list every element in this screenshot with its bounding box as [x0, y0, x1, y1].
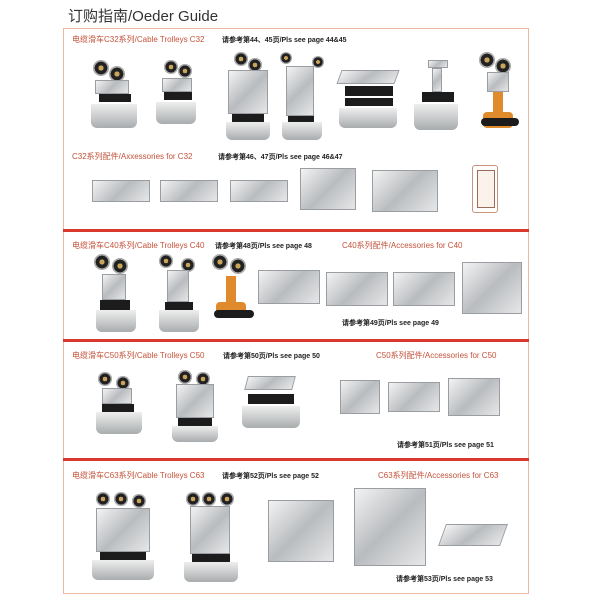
trolley-image [150, 58, 200, 138]
c63-accessories-ref: 请参考第53页/Pls see page 53 [396, 576, 493, 583]
page-title: 订购指南/Oeder Guide [68, 8, 219, 25]
accessory-image [230, 180, 288, 202]
accessory-image [326, 272, 388, 306]
accessory-image [268, 500, 334, 562]
c40-trolleys-header: 电缆滑车C40系列/Cable Trolleys C40 [72, 241, 205, 250]
trolley-image [85, 58, 145, 138]
c50-trolleys-header: 电缆滑车C50系列/Cable Trolleys C50 [72, 351, 205, 360]
section-divider [63, 339, 529, 342]
trolley-image [210, 252, 260, 334]
accessory-image [372, 170, 438, 212]
c50-trolleys-ref: 请参考第50页/Pls see page 50 [223, 353, 320, 360]
trolley-image [240, 372, 302, 434]
trolley-image [278, 52, 330, 142]
trolley-image [182, 490, 244, 586]
accessory-image [354, 488, 426, 566]
accessory-image [160, 180, 218, 202]
c50-accessories-ref: 请参考第51页/Pls see page 51 [397, 442, 494, 449]
section-divider [63, 458, 529, 461]
end-cap-drawing [472, 165, 498, 213]
trolley-image [92, 370, 150, 440]
c32-accessories-ref: 请参考第46、47页/Pls see page 46&47 [218, 154, 343, 161]
trolley-image [155, 252, 205, 334]
c32-trolleys-ref: 请参考第44、45页/Pls see page 44&45 [222, 37, 347, 44]
accessory-image [340, 380, 380, 414]
trolley-image [90, 490, 160, 584]
c63-accessories-header: C63系列配件/Accessories for C63 [378, 471, 499, 480]
c40-accessories-header: C40系列配件/Accessories for C40 [342, 241, 463, 250]
accessory-image [92, 180, 150, 202]
guide-frame [63, 28, 529, 594]
trolley-image [335, 60, 401, 130]
accessory-image [258, 270, 320, 304]
c63-trolleys-ref: 请参考第52页/Pls see page 52 [222, 473, 319, 480]
c32-accessories-header: C32系列配件/Axxessories for C32 [72, 152, 193, 161]
trolley-image [222, 52, 274, 142]
c40-accessories-ref: 请参考第49页/Pls see page 49 [342, 320, 439, 327]
accessory-image [388, 382, 440, 412]
c40-trolleys-ref: 请参考第48页/Pls see page 48 [215, 243, 312, 250]
accessory-image [393, 272, 455, 306]
accessory-image [462, 262, 522, 314]
trolley-image [168, 368, 222, 444]
c50-accessories-header: C50系列配件/Accessories for C50 [376, 351, 497, 360]
accessory-image [437, 524, 509, 546]
c32-trolleys-header: 电缆滑车C32系列/Cable Trolleys C32 [72, 35, 205, 44]
trolley-image [475, 50, 525, 142]
accessory-image [300, 168, 356, 210]
accessory-image [448, 378, 500, 416]
c63-trolleys-header: 电缆滑车C63系列/Cable Trolleys C63 [72, 471, 205, 480]
trolley-image [90, 252, 148, 334]
section-divider [63, 229, 529, 232]
trolley-image [410, 58, 460, 138]
